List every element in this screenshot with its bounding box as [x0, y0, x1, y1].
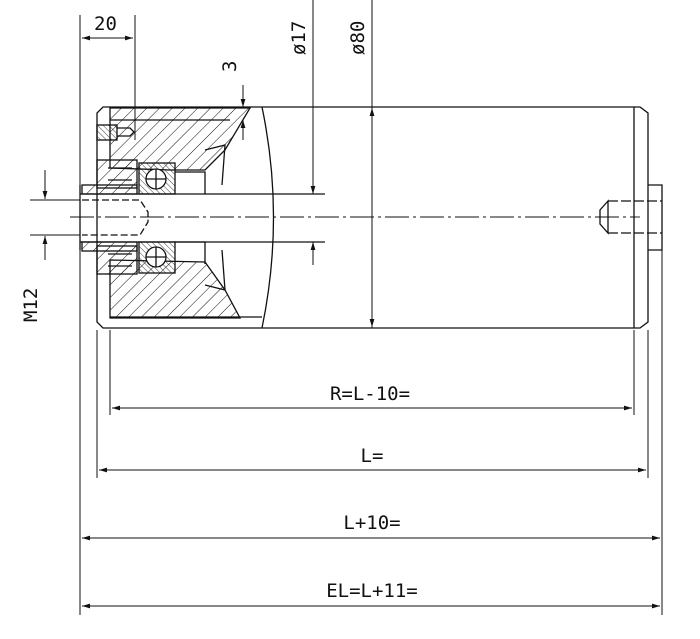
dim-el-length: EL=L+11=	[326, 580, 418, 602]
dim-20: 20	[94, 13, 117, 35]
dim-shaft-diameter: ø17	[288, 21, 310, 55]
shaft-end-right	[648, 184, 663, 251]
dimension-lines	[30, 0, 663, 615]
housing-bottom	[109, 259, 242, 319]
dim-l-length: L=	[361, 445, 384, 467]
dimension-labels: 20 3 ø17 ø80 M12 R=L-10= L= L+10= EL=L+1…	[20, 13, 418, 602]
seal-top	[96, 159, 138, 189]
tube-curve	[261, 106, 275, 329]
roller-body	[70, 106, 663, 329]
dim-3: 3	[219, 61, 241, 72]
dim-l-plus-10: L+10=	[343, 512, 400, 534]
dim-r-length: R=L-10=	[330, 383, 410, 405]
shaft	[79, 185, 325, 250]
thread-left	[82, 199, 149, 236]
dim-tube-diameter: ø80	[347, 21, 369, 55]
dim-thread: M12	[20, 288, 42, 322]
